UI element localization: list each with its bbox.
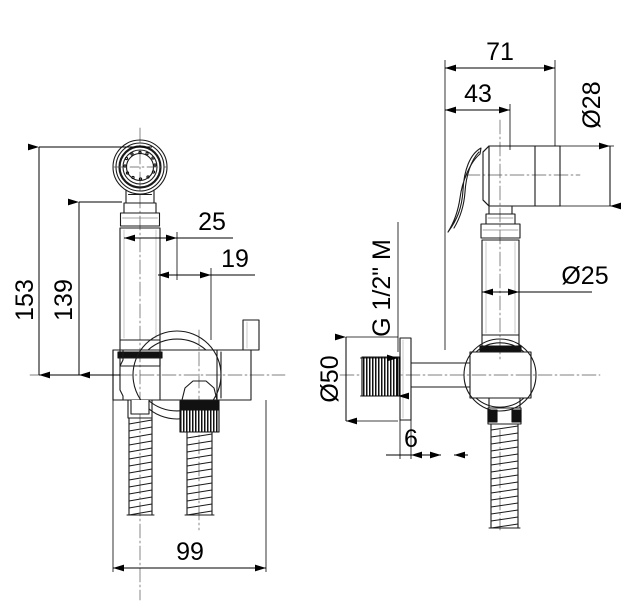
dimension-19: 19 (158, 245, 255, 340)
handle-tube-side (479, 239, 522, 352)
dimension-thread-label: G 1/2" M (368, 239, 396, 337)
spray-neck-front (119, 189, 161, 227)
side-view-dimensions: 71 43 Ø28 Ø25 Ø50 (316, 38, 621, 459)
dimension-99: 99 (112, 400, 267, 572)
dimension-139: 139 (50, 198, 122, 379)
spray-neck-side (480, 205, 521, 239)
dimension-139-label: 139 (50, 279, 78, 321)
dimension-dia28: Ø28 (560, 81, 621, 210)
dimension-dia25-label: Ø25 (561, 262, 608, 290)
dimension-6-label: 6 (404, 425, 418, 453)
dimension-99-label: 99 (176, 538, 204, 566)
outlet-nut-front (179, 380, 220, 433)
dimension-25: 25 (124, 208, 233, 280)
thread-connector-side (361, 356, 401, 397)
dimension-25-label: 25 (198, 208, 226, 236)
dimension-dia50: Ø50 (316, 333, 398, 425)
flex-hose-center-front (184, 431, 215, 516)
front-view-geometry (29, 127, 286, 601)
dimension-153: 153 (11, 143, 152, 379)
dimension-19-label: 19 (221, 245, 249, 273)
dimension-dia25: Ø25 (482, 262, 609, 296)
wall-flange-side (399, 337, 412, 421)
dimension-43-label: 43 (464, 80, 492, 108)
dimension-153-label: 153 (11, 279, 39, 321)
handle-tube-front (117, 227, 163, 367)
dimension-dia50-label: Ø50 (316, 355, 344, 402)
dimension-71-label: 71 (486, 38, 514, 66)
dimension-dia28-label: Ø28 (578, 81, 606, 128)
spray-head-side (447, 145, 561, 233)
dimension-6: 6 (386, 420, 468, 459)
flex-hose-left-front (126, 417, 155, 516)
dimension-thread: G 1/2" M (360, 222, 409, 400)
flex-hose-side (487, 397, 522, 529)
dimension-43: 43 (445, 80, 511, 150)
front-view-dimensions: 153 139 25 19 99 (11, 143, 267, 572)
